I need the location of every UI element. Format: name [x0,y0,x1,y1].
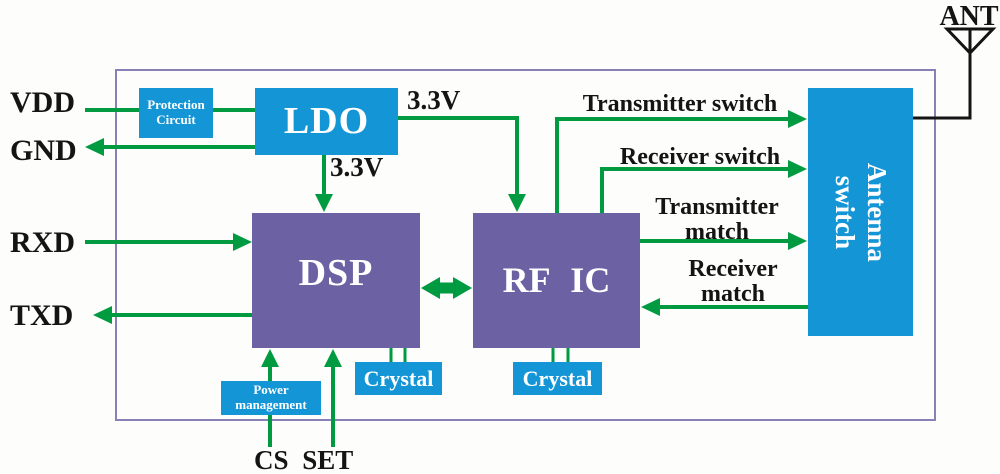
dsp-crystal-pins [389,348,407,363]
protection-circuit-line2: Circuit [156,112,196,127]
protection-circuit-line1: Protection [147,97,205,113]
transmitter-switch-arrowhead-icon [788,110,807,128]
ldo-label: LDO [283,99,370,142]
gnd-pin-label: GND [10,134,77,167]
rxd-pin-label: RXD [10,226,75,259]
v33-net-label-top: 3.3V [407,85,461,115]
transmitter-switch-label: Transmitter switch [582,91,778,117]
cs-arrowhead-icon [261,349,279,367]
receiver-match-line2: match [701,281,765,308]
antenna-symbol-icon [943,27,997,56]
transmitter-switch-wire [555,117,789,214]
receiver-switch-arrowhead-icon [788,160,807,178]
ldo-dsp-arrowhead-icon [315,194,333,212]
power-management-line1: Power [253,382,289,398]
transmitter-match-arrowhead-icon [788,232,807,250]
cs-set-pin-label: CS SET [254,445,354,474]
module-boundary [115,69,936,421]
antenna-switch-line1: Antenna [861,162,892,262]
antenna-feed-wire [912,29,972,120]
power-management-line2: management [235,397,307,412]
receiver-match-line1: Receiver [688,256,778,282]
transmitter-match-line1: Transmitter [655,194,779,220]
ldo-block: LDO [255,88,398,155]
rf-ic-block: RF IC [473,213,640,348]
power-management-label: Power management [235,382,307,413]
rf-ic-label: RF IC [502,259,611,300]
receiver-switch-label: Receiver switch [619,144,781,170]
ldo-to-rfic-wire [398,116,519,196]
receiver-match-arrowhead-icon [641,298,660,316]
transmitter-match-line2: match [685,219,749,246]
transmitter-match-label: Transmitter match [638,194,796,246]
dsp-label: DSP [298,251,374,294]
dsp-crystal-block: Crystal [355,362,442,395]
txd-pin-label: TXD [10,299,74,332]
bus-left-arrowhead-icon [421,277,440,299]
antenna-switch-label: Antenna switch [828,162,893,261]
receiver-switch-wire [600,167,789,214]
ldo-rfic-arrowhead-icon [508,194,526,212]
v33-net-label-ldo: 3.3V [330,152,384,182]
bus-right-arrowhead-icon [453,277,472,299]
set-arrowhead-icon [324,349,342,367]
rfic-crystal-label: Crystal [522,365,593,391]
vdd-pin-label: VDD [10,86,75,119]
antenna-switch-block: Antenna switch [808,88,913,336]
antenna-switch-line2: switch [829,175,860,249]
gnd-arrowhead-icon [85,138,104,156]
rfic-crystal-pins [551,348,570,363]
rxd-arrowhead-icon [233,233,252,251]
receiver-match-label: Receiver match [653,256,813,308]
power-management-block: Power management [221,381,321,415]
protection-circuit-label: Protection Circuit [147,97,205,128]
ant-pin-label: ANT [939,1,999,32]
dsp-block: DSP [252,213,420,348]
rfic-crystal-block: Crystal [513,362,602,395]
dsp-crystal-label: Crystal [363,365,434,391]
protection-circuit-block: Protection Circuit [139,88,213,138]
txd-arrowhead-icon [93,306,112,324]
